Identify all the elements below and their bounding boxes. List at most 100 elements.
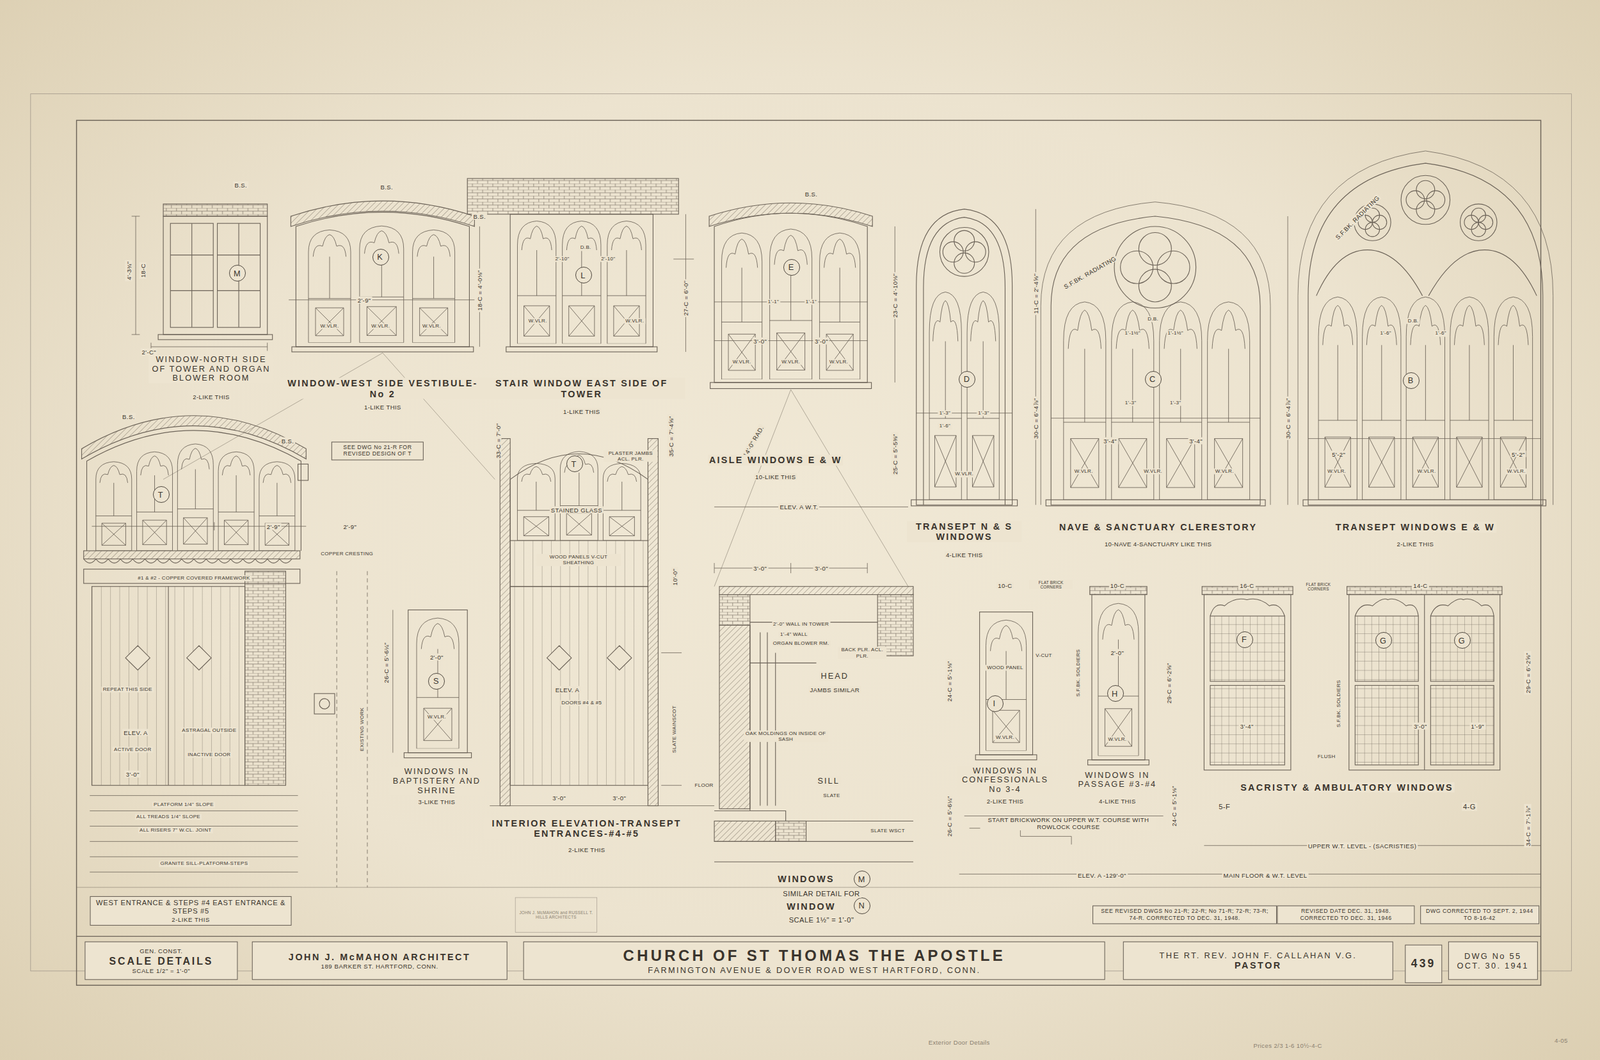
annotation-label: START BRICKWORK ON UPPER W.T. COURSE WIT… [980,816,1157,831]
annotation-label: B.S. [803,190,820,198]
annotation-label: 29-C = 6'-2⅝" [1164,661,1172,706]
annotation-label: W.VLR. [624,318,646,325]
annotation-label: MAIN FLOOR & W.T. LEVEL [1222,871,1309,879]
annotation-label: 2'-9" [341,522,358,530]
annotation-label: PLATFORM 1/4" SLOPE [152,801,216,808]
annotation-label: 1'-3" [1168,400,1183,406]
callout-letter: L [580,270,587,281]
callout-letter: F [1241,634,1248,645]
annotation-label: SLATE WAINSCOT [671,704,678,755]
annotation-label: WINDOW-NORTH SIDE OF TOWER AND ORGAN BLO… [148,355,274,384]
drawing-line [942,241,964,263]
callout-letter: E [788,262,796,272]
drawing-line [76,936,1542,937]
callout-circle: F [1236,631,1254,649]
drawing-line [967,291,1000,500]
annotation-label: 33-C = 7'-0" [494,421,502,460]
drawing-line [985,620,1026,751]
annotation-label: PLASTER JAMBS ACL. PLR. [603,450,658,463]
drawing-line [308,229,351,343]
drawing-line [91,586,245,786]
drawing-line [819,232,861,380]
title-text: DWG No 55 [1464,951,1522,962]
drawing-line [392,609,393,753]
title-text: GEN. CONST. [139,947,183,955]
annotation-label: 2'-C" [140,348,159,356]
annotation-label: AISLE WINDOWS E & W [707,455,844,466]
annotation-label: ACTIVE DOOR [112,746,153,753]
title-text: TO 8-16-42 [1463,915,1496,923]
annotation-label: DOORS #4 & #5 [560,700,603,706]
annotation-label: 27-C = 6'-0" [682,279,690,317]
annotation-label: FLUSH [1316,753,1337,760]
annotation-label: S.F.BK. SOLDIERS [1075,648,1082,699]
annotation-label: HEAD [819,672,850,682]
drawing-line [1354,685,1419,765]
drawing-line [1318,296,1357,500]
drawing-line [1426,190,1446,210]
annotation-label: Prices 2/3 1-6 10½-4-C [1252,1042,1324,1050]
annotation-label: COPPER CRESTING [319,551,375,557]
drawing-line [295,212,470,347]
drawing-line [158,334,273,340]
drawing-line [76,887,1542,889]
drawing-line [1040,202,1271,506]
annotation-label: WINDOW [785,901,838,912]
callout-circle: C [1144,371,1162,388]
annotation-label: W.VLR. [426,714,448,720]
annotation-label: 1'-1½" [1123,330,1142,337]
drawing-line [954,252,975,274]
callout-circle: M [853,871,871,888]
drawing-line [1416,200,1435,220]
drawing-line [1493,296,1533,500]
annotation-label: B.S. [280,437,296,445]
drawing-line [319,698,330,710]
callout-circle: N [853,897,871,915]
drawing-line [83,551,301,560]
annotation-label: NAVE & SANCTUARY CLERESTORY [1057,522,1259,533]
drawing-line [714,841,914,863]
callout-circle: D [958,371,976,388]
callout-circle: T [566,455,584,473]
annotation-label: GRANITE SILL-PLATFORM-STEPS [158,861,249,868]
drawing-line [1450,296,1489,500]
annotation-label: SLATE [821,792,841,799]
drawing-line [163,204,268,217]
drawing-line [408,609,468,753]
callout-circle: T [152,486,170,504]
annotation-label: W.VLR. [994,734,1016,741]
drawing-line [131,216,268,351]
callout-letter: G [1379,636,1388,646]
drawing-line [83,559,292,564]
annotation-label: ELEV. A [122,728,149,736]
drawing-line [87,430,302,552]
drawing-line [1063,302,1106,500]
annotation-label: 1'-1" [804,298,818,305]
callout-letter: M [233,268,242,279]
drawing-line [510,214,653,347]
annotation-label: B.S. [120,412,137,420]
annotation-label: 1'-1" [766,298,781,305]
drawing-line [714,821,776,842]
annotation-label: 3'-0" [611,794,628,802]
callout-letter: H [1111,689,1120,699]
annotation-label: 30-C = 6'-4⅞" [1284,396,1292,441]
callout-letter: B [1408,375,1416,386]
drawing-line [412,229,456,343]
title-text: SEE REVISED DWGS No 21-R; 22-R; No 71-R;… [1098,908,1272,923]
annotation-label: W.VLR. [780,359,802,365]
drawing-line [1430,685,1494,765]
annotation-label: SILL [816,776,841,787]
annotation-label: 26-C = 5'-6¼" [945,794,953,839]
annotation-label: W.VLR. [319,323,341,330]
callout-letter: C [1149,374,1158,384]
annotation-label: 2-LIKE THIS [567,846,607,854]
annotation-label: 14-C [1411,582,1429,590]
drawing-line [288,226,480,347]
drawing-line [76,120,1542,986]
drawing-line [929,291,962,500]
drawing-line [775,821,807,842]
annotation-label: 2'-0" [428,653,445,661]
title-block-cell: WEST ENTRANCE & STEPS #4 EAST ENTRANCE &… [90,896,292,927]
annotation-label: 1'-4" WALL [778,631,809,638]
